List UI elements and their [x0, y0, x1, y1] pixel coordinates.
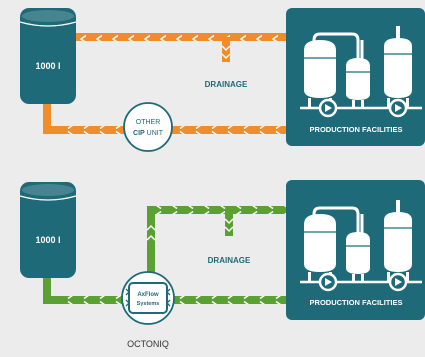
- top-system: 1000 l DRAINAGE OTHER CIP UNIT PRODUCTIO…: [19, 8, 425, 152]
- bottom-tank: 1000 l: [19, 182, 77, 278]
- cip-unit-line1: OTHER: [136, 119, 161, 126]
- bottom-tank-label: 1000 l: [35, 235, 60, 245]
- octoniq-unit: AxFlow Systems OCTONIQ: [121, 271, 175, 349]
- top-tank-label: 1000 l: [35, 61, 60, 71]
- axflow-logo-line1: AxFlow: [137, 292, 159, 298]
- top-production-facilities: PRODUCTION FACILITIES: [286, 8, 425, 146]
- top-production-label: PRODUCTION FACILITIES: [310, 125, 403, 134]
- cip-unit-line2: CIP UNIT: [133, 130, 164, 137]
- bottom-production-label: PRODUCTION FACILITIES: [310, 298, 403, 307]
- bottom-production-facilities: PRODUCTION FACILITIES: [286, 180, 425, 320]
- top-tank: 1000 l: [19, 8, 77, 104]
- axflow-logo-line2: Systems: [137, 301, 160, 307]
- other-cip-unit: OTHER CIP UNIT: [123, 102, 173, 152]
- bottom-drainage-label: DRAINAGE: [208, 256, 251, 265]
- octoniq-caption: OCTONIQ: [127, 339, 169, 349]
- bottom-system: 1000 l DRAINAGE AxFlow Systems OCTONIQ P…: [19, 180, 425, 349]
- top-drainage-label: DRAINAGE: [205, 80, 248, 89]
